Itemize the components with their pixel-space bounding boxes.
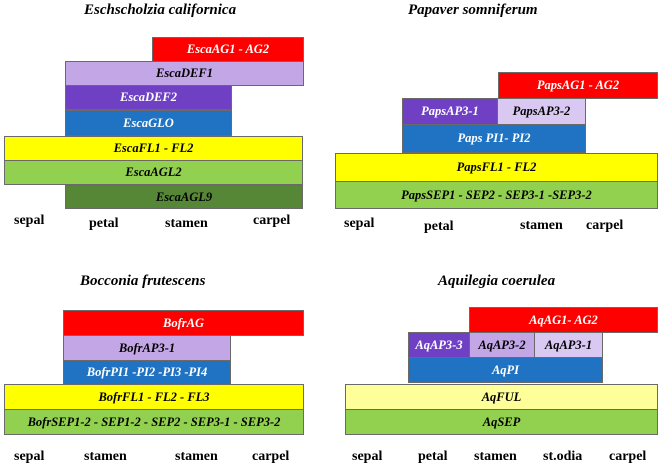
bar-aq-ap3-1: AqAP3-1	[534, 332, 603, 358]
bar-paps-ap3-1: PapsAP3-1	[402, 98, 498, 125]
panel-title-papaver: Papaver somniferum	[408, 2, 538, 18]
organ-label-petal: petal	[418, 449, 448, 464]
panel-title-bocconia: Bocconia frutescens	[80, 273, 206, 289]
organ-label-stamen: stamen	[84, 449, 127, 464]
bar-esca-glo: EscaGLO	[65, 110, 232, 136]
organ-label-carpel: carpel	[252, 449, 290, 464]
bar-bofr-sep: BofrSEP1-2 - SEP1-2 - SEP2 - SEP3-1 - SE…	[4, 409, 304, 435]
bar-paps-pi: Paps PI1- PI2	[402, 124, 586, 153]
bar-esca-agl9: EscaAGL9	[65, 185, 303, 209]
bar-aq-ap3-2: AqAP3-2	[469, 332, 535, 358]
organ-label-stamen: stamen	[165, 216, 208, 231]
bar-aq-sep: AqSEP	[345, 409, 658, 435]
organ-label-sepal: sepal	[14, 449, 45, 464]
bar-aq-ap3-3: AqAP3-3	[408, 332, 470, 358]
bar-bofr-ap3-1: BofrAP3-1	[63, 335, 231, 361]
bar-paps-fl: PapsFL1 - FL2	[335, 153, 658, 182]
bar-paps-sep: PapsSEP1 - SEP2 - SEP3-1 -SEP3-2	[335, 181, 658, 209]
organ-label-carpel: carpel	[586, 218, 624, 233]
bar-esca-def2: EscaDEF2	[65, 85, 232, 110]
organ-label-sepal: sepal	[14, 213, 45, 228]
bar-esca-def1: EscaDEF1	[65, 61, 304, 86]
organ-label-stamen: stamen	[520, 218, 563, 233]
organ-label-staminodia: st.odia	[543, 449, 583, 464]
organ-label-petal: petal	[89, 216, 119, 231]
bar-aq-pi: AqPI	[408, 357, 603, 383]
bar-esca-fl: EscaFL1 - FL2	[4, 136, 303, 161]
organ-label-carpel: carpel	[609, 449, 647, 464]
bar-esca-agl2: EscaAGL2	[4, 160, 303, 185]
bar-bofr-fl: BofrFL1 - FL2 - FL3	[4, 384, 304, 410]
bar-bofr-ag: BofrAG	[63, 310, 304, 336]
bar-paps-ap3-2: PapsAP3-2	[497, 98, 586, 125]
organ-label-petal: petal	[424, 219, 454, 234]
organ-label-sepal: sepal	[344, 216, 375, 231]
panel-title-aquilegia: Aquilegia coerulea	[438, 273, 556, 289]
bar-aq-ag: AqAG1- AG2	[469, 307, 658, 333]
organ-label-carpel: carpel	[253, 213, 291, 228]
bar-aq-ful: AqFUL	[345, 384, 658, 410]
organ-label-stamen: stamen	[175, 449, 218, 464]
organ-label-sepal: sepal	[352, 449, 383, 464]
panel-title-eschscholzia: Eschscholzia californica	[84, 2, 237, 18]
bar-esca-ag: EscaAG1 - AG2	[152, 37, 304, 62]
bar-bofr-pi: BofrPI1 -PI2 -PI3 -PI4	[63, 360, 231, 385]
organ-label-stamen: stamen	[474, 449, 517, 464]
bar-paps-ag: PapsAG1 - AG2	[498, 72, 658, 99]
